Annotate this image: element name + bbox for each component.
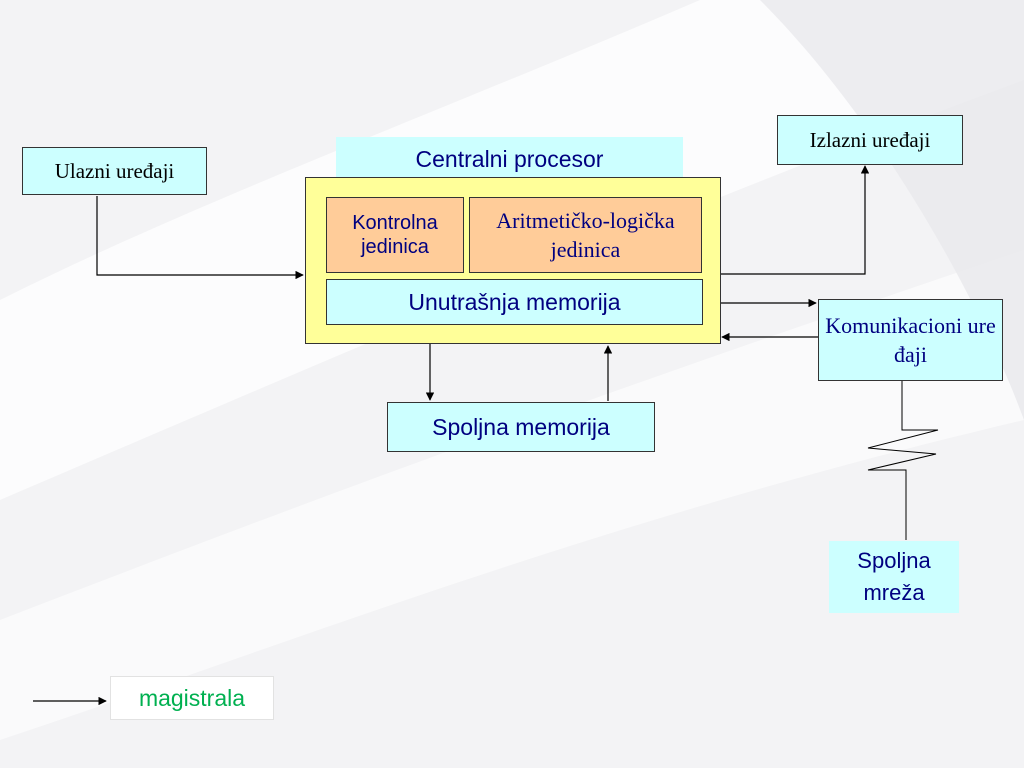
output-devices-label: Izlazni uređaji xyxy=(809,128,931,152)
input-devices-label: Ulazni uređaji xyxy=(54,159,175,183)
external-network-label: Spoljna mreža xyxy=(857,548,931,605)
bus-cpu-to-output xyxy=(720,165,870,275)
cpu-title-box: Centralni procesor xyxy=(336,137,683,177)
cpu-title: Centralni procesor xyxy=(415,146,604,172)
external-memory-box: Spoljna memorija xyxy=(387,402,655,452)
internal-memory-label: Unutrašnja memorija xyxy=(408,288,621,315)
communication-devices-box: Komunikacioni uređaji xyxy=(818,299,1003,381)
input-devices-box: Ulazni uređaji xyxy=(22,147,207,195)
alu-box: Aritmetičko-logička jedinica xyxy=(469,197,702,273)
legend-box: magistrala xyxy=(110,676,274,720)
internal-memory-box: Unutrašnja memorija xyxy=(326,279,703,325)
output-devices-box: Izlazni uređaji xyxy=(777,115,963,165)
external-network-box: Spoljna mreža xyxy=(829,541,959,613)
external-memory-label: Spoljna memorija xyxy=(432,413,610,440)
legend-bus-label: magistrala xyxy=(138,684,246,711)
alu-label: Aritmetičko-logička jedinica xyxy=(496,208,675,262)
control-unit-box: Kontrolna jedinica xyxy=(326,197,464,273)
network-link xyxy=(867,381,939,540)
bus-input-to-cpu xyxy=(96,196,304,280)
control-unit-label: Kontrolna jedinica xyxy=(352,212,438,258)
communication-devices-label: Komunikacioni uređaji xyxy=(825,313,996,367)
